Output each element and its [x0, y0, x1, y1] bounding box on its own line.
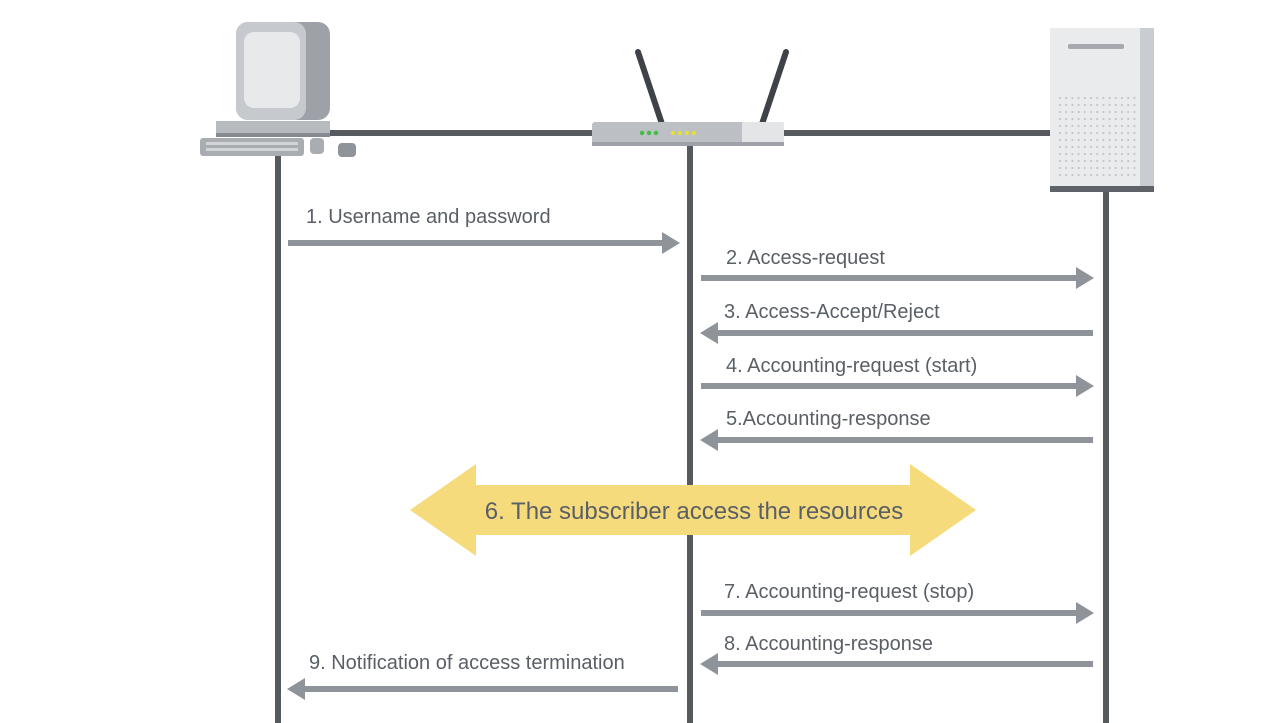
arrowhead-right	[662, 232, 680, 254]
message-9: 9. Notification of access termination	[287, 652, 678, 700]
message-label: 3. Access-Accept/Reject	[724, 301, 940, 323]
message-label: 4. Accounting-request (start)	[726, 355, 977, 377]
message-label: 8. Accounting-response	[724, 633, 933, 655]
message-label: 5.Accounting-response	[726, 408, 931, 430]
message-5: 5.Accounting-response	[700, 408, 1093, 451]
resource-access-banner: 6. The subscriber access the resources	[410, 464, 976, 556]
message-label: 1. Username and password	[306, 206, 551, 228]
message-2: 2. Access-request	[701, 247, 1094, 289]
banner-label: 6. The subscriber access the resources	[485, 498, 903, 525]
server-vent-grille	[1058, 96, 1136, 177]
message-7: 7. Accounting-request (stop)	[701, 581, 1094, 624]
message-label: 7. Accounting-request (stop)	[724, 581, 974, 603]
computer-icon	[200, 22, 356, 157]
arrowhead-left	[287, 678, 305, 700]
message-4: 4. Accounting-request (start)	[701, 355, 1094, 397]
server-icon	[1050, 28, 1154, 192]
arrowhead-right	[1076, 375, 1094, 397]
message-3: 3. Access-Accept/Reject	[700, 301, 1093, 344]
message-1: 1. Username and password	[288, 206, 680, 254]
banner-double-arrow	[410, 464, 976, 556]
message-label: 2. Access-request	[726, 247, 885, 269]
message-label: 9. Notification of access termination	[309, 652, 625, 674]
message-8: 8. Accounting-response	[700, 633, 1093, 675]
arrowhead-right	[1076, 602, 1094, 624]
arrowhead-right	[1076, 267, 1094, 289]
arrowhead-left	[700, 322, 718, 344]
router-icon	[592, 49, 789, 146]
arrowhead-left	[700, 653, 718, 675]
arrowhead-left	[700, 429, 718, 451]
